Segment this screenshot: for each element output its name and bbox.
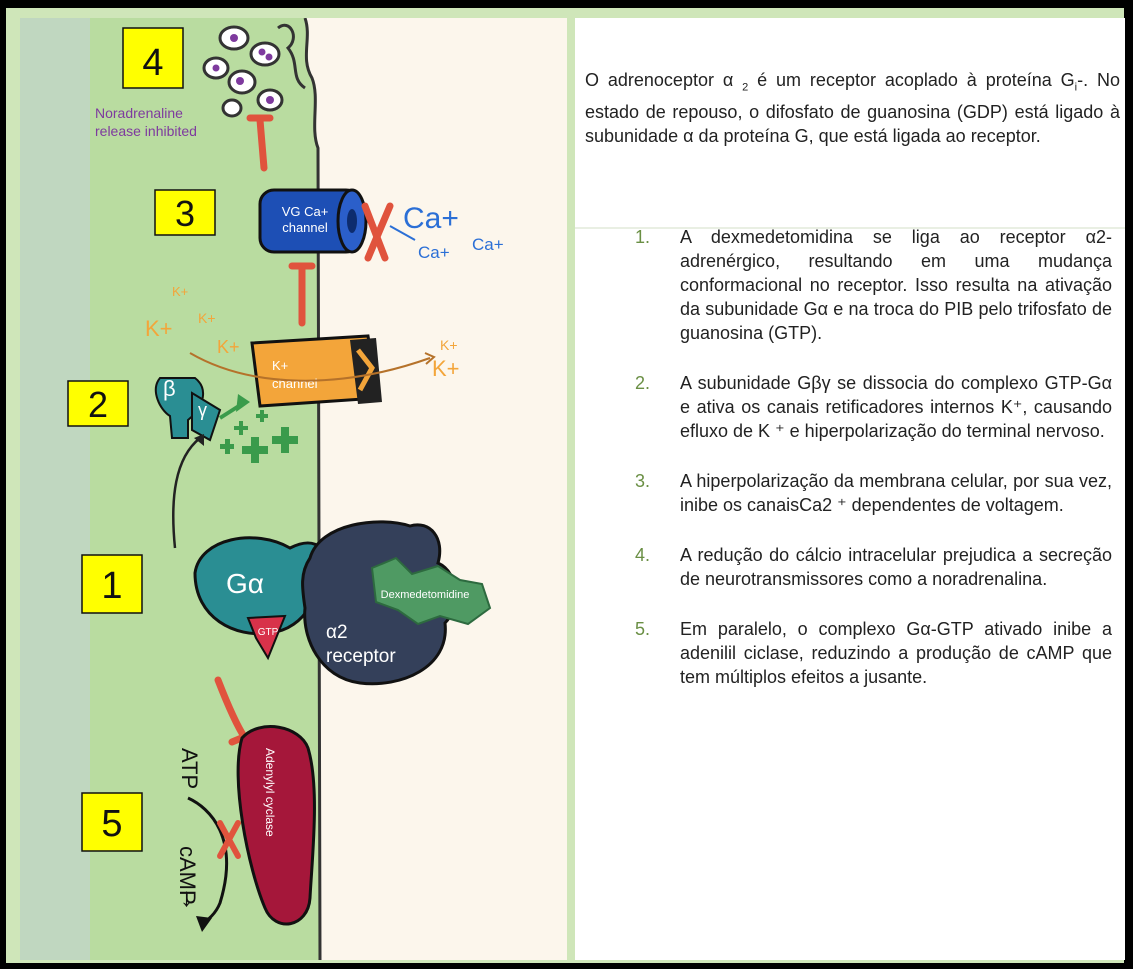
g-alpha-label: Gα (226, 568, 264, 599)
step-text: A redução do cálcio intracelular prejudi… (680, 545, 1112, 589)
inhibit-vg-channel-symbol (288, 262, 316, 327)
mechanism-diagram: 4 3 2 1 5 Noradrenaline release inhibite… (20, 18, 567, 960)
step-item-5: 5. Em paralelo, o complexo Gα-GTP ativado… (635, 617, 1112, 689)
k-channel-label-line2: channel (272, 376, 318, 391)
camp-decrease-arrow: ↓ (180, 882, 193, 912)
ca-label-large: Ca+ (403, 202, 459, 235)
hyperpolarization-plus-signs (220, 410, 298, 463)
vg-channel-label-line2: channel (282, 220, 328, 235)
steps-list: 1. A dexmedetomidina se liga ao receptor … (635, 225, 1112, 715)
step-label-1: 1 (101, 565, 122, 607)
noradrenaline-vesicles (202, 24, 306, 118)
step-number: 1. (635, 227, 651, 247)
blank-box (575, 183, 1125, 229)
step-text: A hiperpolarização da membrana celular, … (680, 471, 1112, 515)
camp-label: cAMP (175, 846, 200, 905)
blocked-conversion-x-icon (217, 820, 241, 859)
step-number: 3. (635, 471, 651, 491)
svg-text:K+: K+ (145, 316, 173, 341)
step-text: Em paralelo, o complexo Gα-GTP ativado i… (680, 619, 1112, 687)
gtp-label: GTP (258, 627, 279, 638)
dissociation-arrow (172, 437, 201, 549)
k-efflux-arrowhead (424, 352, 436, 365)
svg-text:K+: K+ (440, 337, 458, 353)
k-channel-label-line1: K+ (272, 358, 288, 373)
atp-to-camp-arrowhead (196, 916, 212, 932)
ca-block-x-icon (361, 202, 394, 262)
dissociation-arrowhead (194, 434, 204, 446)
step-label-3: 3 (175, 193, 195, 234)
vg-ca-channel (258, 188, 368, 254)
k-ions-extracellular: K+ K+ (432, 337, 460, 381)
step-box-2 (67, 380, 129, 427)
g-beta-gamma-subunit (154, 377, 222, 442)
k-ions-intracellular: K+ K+ K+ K+ (145, 284, 240, 357)
dexmedetomidine-molecule (370, 556, 492, 626)
gamma-label: γ (198, 400, 207, 420)
step-label-5: 5 (101, 803, 122, 845)
step-box-1 (81, 554, 143, 614)
k-channel (250, 334, 382, 408)
adenylyl-cyclase-label: Adenylyl cyclase (263, 748, 277, 837)
dexmedetomidine-label: Dexmedetomidine (381, 589, 470, 601)
intracellular-shade (20, 18, 90, 960)
step-text: A subunidade Gβγ se dissocia do complexo… (680, 373, 1112, 441)
step-number: 4. (635, 545, 651, 565)
text-panel: O adrenoceptor α 2 é um receptor acoplad… (575, 18, 1125, 960)
receptor-label-line1: α2 (326, 622, 348, 643)
step-number: 5. (635, 619, 651, 639)
svg-text:K+: K+ (217, 337, 240, 357)
step-label-4: 4 (142, 42, 163, 84)
noradrenaline-label-line1: Noradrenaline (95, 105, 183, 121)
beta-label: β (163, 376, 176, 401)
step-box-4 (122, 27, 184, 89)
activation-arrowhead (236, 394, 250, 412)
step-item-4: 4. A redução do cálcio intracelular preju… (635, 543, 1112, 591)
step-label-2: 2 (88, 384, 108, 425)
intracellular-space (20, 18, 320, 960)
step-text: A dexmedetomidina se liga ao receptor α2… (680, 227, 1112, 343)
step-number: 2. (635, 373, 651, 393)
step-box-3 (154, 189, 216, 236)
step-item-3: 3. A hiperpolarização da membrana celular… (635, 469, 1112, 517)
membrane-line (303, 18, 322, 960)
step-item-1: 1. A dexmedetomidina se liga ao receptor … (635, 225, 1112, 345)
ca-label-small-1: Ca+ (418, 243, 450, 262)
adenylyl-cyclase (236, 725, 316, 926)
intro-paragraph: O adrenoceptor α 2 é um receptor acoplad… (585, 70, 1120, 146)
vg-channel-label-line1: VG Ca+ (282, 204, 329, 219)
ca-influx-arrow (389, 225, 416, 241)
step-item-2: 2. A subunidade Gβγ se dissocia do comple… (635, 371, 1112, 443)
svg-text:K+: K+ (432, 356, 460, 381)
receptor-label-line2: receptor (326, 646, 396, 667)
ca-label-small-2: Ca+ (472, 235, 504, 254)
noradrenaline-label-line2: release inhibited (95, 123, 197, 139)
k-efflux-arrow (189, 352, 431, 382)
intro-highlight: difosfato de guanosina (765, 101, 951, 122)
gtp-shape (246, 614, 287, 661)
svg-text:K+: K+ (198, 310, 216, 326)
step-box-5 (81, 792, 143, 852)
svg-text:K+: K+ (172, 284, 188, 299)
atp-label: ATP (177, 748, 202, 789)
inhibit-release-symbol (246, 114, 274, 172)
